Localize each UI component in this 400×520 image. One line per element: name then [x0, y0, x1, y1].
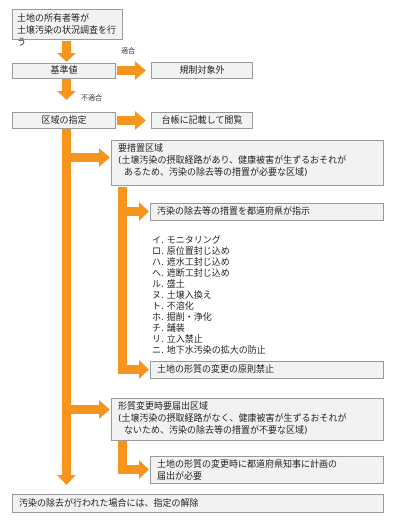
arrow-standard-to-zone-head: [57, 91, 76, 100]
arrow-branch-notify-head: [99, 400, 110, 419]
prefecture-instruct-label: 汚染の除去等の措置を都道府県が指示: [157, 207, 311, 217]
action-zone-desc-line1: (土壌汚染の摂取経路があり、健康被害が生ずるおそれが: [118, 156, 347, 166]
action-zone-title: 要措置区域: [118, 144, 164, 154]
arrow-notify-to-required: [118, 465, 141, 474]
measure-item: ニ. 地下水汚染の拡大の防止: [152, 346, 266, 356]
zone-designation-box: 区域の指定: [12, 112, 116, 129]
notify-required-line1: 土地の形質の変更時に都道府県知事に計画の: [157, 460, 338, 470]
arrow-trunk-head: [57, 475, 76, 485]
arrow-start-to-standard: [62, 41, 71, 55]
measure-item: ヌ. 土壌入換え: [152, 291, 212, 301]
ledger-label: 台帳に記載して閲覧: [161, 115, 243, 126]
survey-start-line1: 土地の所有者等が: [17, 14, 90, 24]
measure-item: ロ. 原位置封じ込め: [152, 247, 230, 257]
measure-item: リ. 立入禁止: [152, 335, 203, 345]
arrow-zone-to-ledger-head: [135, 111, 146, 130]
arrow-branch-notify: [71, 405, 101, 414]
change-prohibited-box: 土地の形質の変更の原則禁止: [150, 361, 384, 379]
measure-item: イ. モニタリング: [152, 236, 221, 246]
zone-designation-label: 区域の指定: [41, 115, 87, 126]
arrow-branch-action: [71, 153, 101, 162]
measure-item: ル. 盛土: [152, 280, 185, 290]
arrow-standard-to-zone: [62, 79, 71, 93]
arrow-standard-to-exempt: [117, 66, 137, 75]
not-regulated-box: 規制対象外: [151, 62, 253, 79]
measure-item: へ. 遮断工封じ込め: [152, 269, 230, 279]
arrow-notify-trunk: [118, 441, 127, 473]
arrow-action-to-prohibit: [118, 365, 141, 374]
notify-zone-desc-line2: ないため、汚染の除去等の措置が不要な区域): [124, 426, 308, 436]
arrow-action-to-prohibit-head: [139, 360, 149, 379]
ledger-box: 台帳に記載して閲覧: [151, 112, 253, 129]
measures-list: イ. モニタリング ロ. 原位置封じ込め ハ. 遮水工封じ込め へ. 遮断工封じ…: [152, 236, 266, 357]
arrow-zone-to-ledger: [117, 116, 137, 125]
arrow-trunk: [62, 129, 71, 477]
measure-item: ト. 不溶化: [152, 302, 194, 312]
survey-start-line2: 土壌汚染の状況調査を行う: [17, 26, 117, 48]
notify-zone-box: 形質変更時要届出区域 (土壌汚染の摂取経路がなく、健康被害が生ずるおそれが ない…: [111, 398, 384, 441]
action-zone-box: 要措置区域 (土壌汚染の摂取経路があり、健康被害が生ずるおそれが あるため、汚染…: [111, 140, 384, 186]
standard-value-box: 基準値: [12, 63, 116, 79]
arrow-action-to-instruct: [127, 207, 141, 216]
arrow-notify-to-required-head: [139, 460, 149, 479]
designation-release-box: 汚染の除去が行われた場合には、指定の解除: [12, 494, 384, 513]
measure-item: チ. 舗装: [152, 324, 185, 334]
arrow-start-to-standard-head: [57, 53, 76, 62]
arrow-action-trunk: [118, 187, 127, 373]
notify-required-line2: 届出が必要: [157, 472, 203, 482]
notify-zone-title: 形質変更時要届出区域: [118, 402, 209, 412]
notify-required-box: 土地の形質の変更時に都道府県知事に計画の 届出が必要: [150, 456, 384, 484]
not-regulated-label: 規制対象外: [179, 65, 225, 76]
measure-item: ホ. 掘削・浄化: [152, 313, 212, 323]
arrow-action-to-instruct-head: [139, 202, 149, 221]
designation-release-label: 汚染の除去が行われた場合には、指定の解除: [19, 498, 199, 509]
prefecture-instruct-box: 汚染の除去等の措置を都道府県が指示: [150, 203, 384, 221]
measure-item: ハ. 遮水工封じ込め: [152, 258, 230, 268]
label-nonconform: 不適合: [81, 94, 102, 102]
label-conform: 適合: [121, 47, 135, 55]
notify-zone-desc-line1: (土壌汚染の摂取経路がなく、健康被害が生ずるおそれが: [118, 414, 347, 424]
change-prohibited-label: 土地の形質の変更の原則禁止: [157, 365, 275, 375]
arrow-branch-action-head: [99, 148, 110, 167]
arrow-standard-to-exempt-head: [135, 61, 146, 80]
action-zone-desc-line2: あるため、汚染の除去等の措置が必要な区域): [124, 168, 308, 178]
survey-start-box: 土地の所有者等が 土壌汚染の状況調査を行う: [12, 9, 123, 48]
standard-value-label: 基準値: [50, 66, 78, 76]
